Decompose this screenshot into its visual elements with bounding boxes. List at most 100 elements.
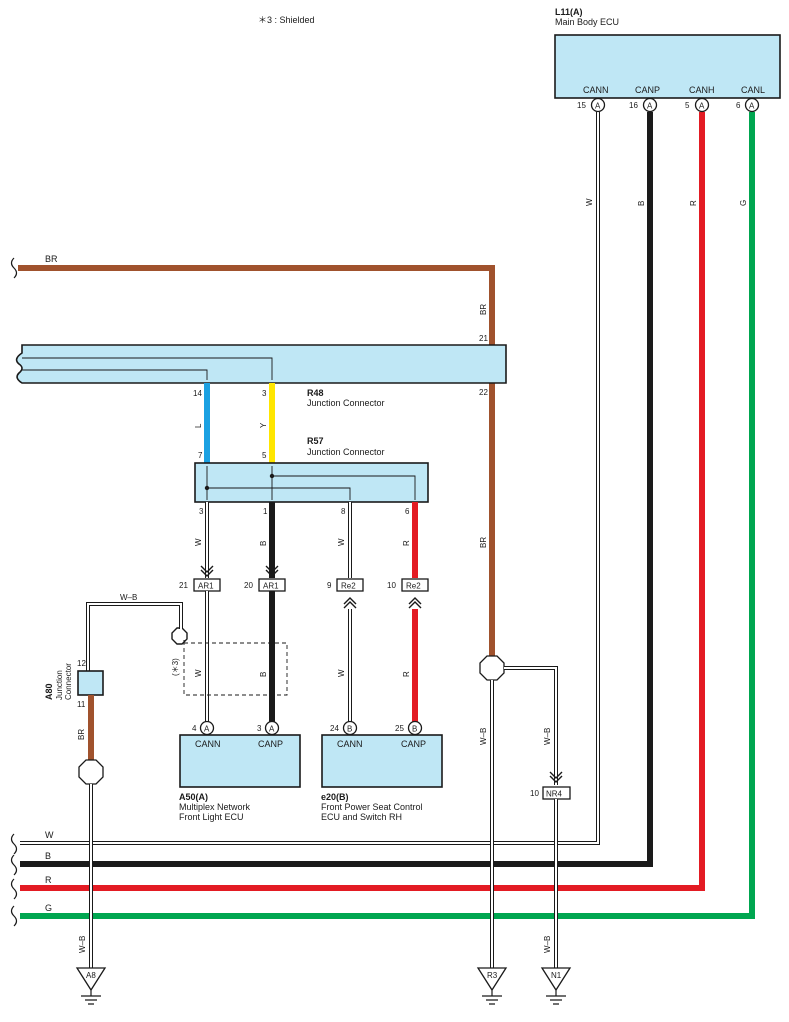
a50-name-2: Front Light ECU bbox=[179, 812, 244, 822]
a50-pin-num-4: 4 bbox=[192, 724, 197, 733]
r48-pin-14: 14 bbox=[193, 389, 202, 398]
r48-pin-22: 22 bbox=[479, 388, 488, 397]
r57-internal-3 bbox=[207, 487, 351, 500]
a50-pin-circle-3 bbox=[264, 720, 280, 736]
e20-pin-conn-25: B bbox=[412, 725, 417, 734]
inline-tag-re2-b: Re2 bbox=[406, 582, 421, 591]
a80-name-1: Junction bbox=[55, 670, 64, 700]
r57-wire-label-r: R bbox=[402, 540, 411, 546]
r48-pin-3: 3 bbox=[262, 389, 267, 398]
a80-junction-box bbox=[77, 670, 104, 696]
nr4-arrows bbox=[549, 771, 563, 783]
l11-pin-label-cann: CANN bbox=[583, 85, 609, 95]
ground-symbol-r3 bbox=[476, 967, 508, 1005]
inline-tag-ar1-b: AR1 bbox=[263, 582, 279, 591]
a50-pin-num-3: 3 bbox=[257, 724, 262, 733]
bus-label-w: W bbox=[45, 830, 54, 840]
br-side-label-lower: BR bbox=[479, 537, 488, 548]
wire-br-top bbox=[18, 265, 495, 348]
l11-wire-label-r: R bbox=[689, 200, 698, 206]
r48-internal-line-2 bbox=[22, 369, 208, 380]
l11-wire-label-g: G bbox=[739, 200, 748, 206]
r57-wire-label-w1: W bbox=[194, 538, 203, 546]
wire-b-bus bbox=[20, 112, 653, 867]
r57-pin-1: 1 bbox=[263, 507, 268, 516]
ground-label-wb-n1: W–B bbox=[543, 936, 552, 953]
r57-pin-8: 8 bbox=[341, 507, 346, 516]
e20-name-2: ECU and Switch RH bbox=[321, 812, 402, 822]
a50-name-1: Multiplex Network bbox=[179, 802, 251, 812]
r48-wire-label-l: L bbox=[194, 423, 203, 428]
wire-g-bus bbox=[20, 112, 755, 919]
a50-code: A50(A) bbox=[179, 792, 208, 802]
inline-num-21: 21 bbox=[179, 581, 188, 590]
a50-pin-conn-4: A bbox=[204, 725, 210, 734]
bus-label-r: R bbox=[45, 875, 52, 885]
a50-wire-label-b: B bbox=[259, 672, 268, 677]
l11-pin-num-5: 5 bbox=[685, 101, 690, 110]
inline-num-10: 10 bbox=[387, 581, 396, 590]
main-body-ecu-box bbox=[554, 34, 781, 99]
bus-label-br: BR bbox=[45, 254, 58, 264]
l11-pin-circle-15 bbox=[590, 97, 606, 113]
l11-pin-conn-15: A bbox=[595, 102, 601, 111]
ground-label-a8: A8 bbox=[86, 971, 96, 980]
l11-pin-label-canl: CANL bbox=[741, 85, 765, 95]
inline-tag-re2-a: Re2 bbox=[341, 582, 356, 591]
inline-num-9: 9 bbox=[327, 581, 332, 590]
a80-name-2: Connector bbox=[64, 663, 73, 700]
e20-pin-circle-25 bbox=[407, 720, 423, 736]
a50-label-cann: CANN bbox=[195, 739, 221, 749]
a80-wire-label-br: BR bbox=[77, 729, 86, 740]
r57-pin-5: 5 bbox=[262, 451, 267, 460]
inline-connectors bbox=[193, 565, 429, 609]
ground-symbol-a8 bbox=[75, 967, 107, 1005]
r48-junction-bar bbox=[15, 344, 507, 384]
shield-octagon bbox=[171, 627, 188, 645]
break-marks bbox=[10, 257, 18, 927]
wire-w-bus bbox=[20, 112, 599, 844]
e20-code: e20(B) bbox=[321, 792, 349, 802]
r57-code: R57 bbox=[307, 436, 324, 446]
inline-num-20: 20 bbox=[244, 581, 253, 590]
r57-wire-label-w2: W bbox=[337, 538, 346, 546]
shield-dashed-box bbox=[183, 642, 288, 696]
l11-name: Main Body ECU bbox=[555, 17, 619, 27]
inline-tag-ar1-a: AR1 bbox=[198, 582, 214, 591]
l11-pin-conn-6: A bbox=[749, 102, 755, 111]
bus-label-g: G bbox=[45, 903, 52, 913]
r57-junction-dot-2 bbox=[269, 473, 275, 479]
l11-pin-label-canp: CANP bbox=[635, 85, 660, 95]
wire-wb-shield-outline bbox=[86, 602, 183, 671]
shield-note-label: (＊3) bbox=[171, 658, 180, 676]
e20-pin-circle-24 bbox=[342, 720, 358, 736]
l11-wire-label-w: W bbox=[585, 198, 594, 206]
r57-junction-dot-1 bbox=[204, 485, 210, 491]
ground-label-wb-r3: W–B bbox=[479, 728, 488, 745]
l11-pin-num-15: 15 bbox=[577, 101, 586, 110]
e20-label-cann: CANN bbox=[337, 739, 363, 749]
a80-code: A80 bbox=[44, 683, 54, 700]
e20-name-1: Front Power Seat Control bbox=[321, 802, 423, 812]
wire-wb-nr4-outline bbox=[504, 666, 558, 785]
r57-pin-6: 6 bbox=[405, 507, 410, 516]
e20-label-canp: CANP bbox=[401, 739, 426, 749]
r48-internal-line-1 bbox=[22, 357, 273, 380]
e20-pin-num-25: 25 bbox=[395, 724, 404, 733]
br-octagon-splice bbox=[479, 655, 505, 681]
shielded-note: ＊3 : Shielded bbox=[258, 15, 315, 25]
r57-name: Junction Connector bbox=[307, 447, 385, 457]
e20-wire-label-r: R bbox=[402, 671, 411, 677]
r48-wire-label-y: Y bbox=[259, 422, 268, 428]
l11-pin-conn-5: A bbox=[699, 102, 705, 111]
ground-label-n1: N1 bbox=[551, 971, 562, 980]
a50-wire-label-w: W bbox=[194, 669, 203, 677]
l11-pin-label-canh: CANH bbox=[689, 85, 715, 95]
l11-pin-circle-6 bbox=[744, 97, 760, 113]
a50-pin-conn-3: A bbox=[269, 725, 275, 734]
r48-pin-21: 21 bbox=[479, 334, 488, 343]
l11-pin-conn-16: A bbox=[647, 102, 653, 111]
r57-internal-2 bbox=[271, 466, 416, 500]
r48-code: R48 bbox=[307, 388, 324, 398]
r48-name: Junction Connector bbox=[307, 398, 385, 408]
